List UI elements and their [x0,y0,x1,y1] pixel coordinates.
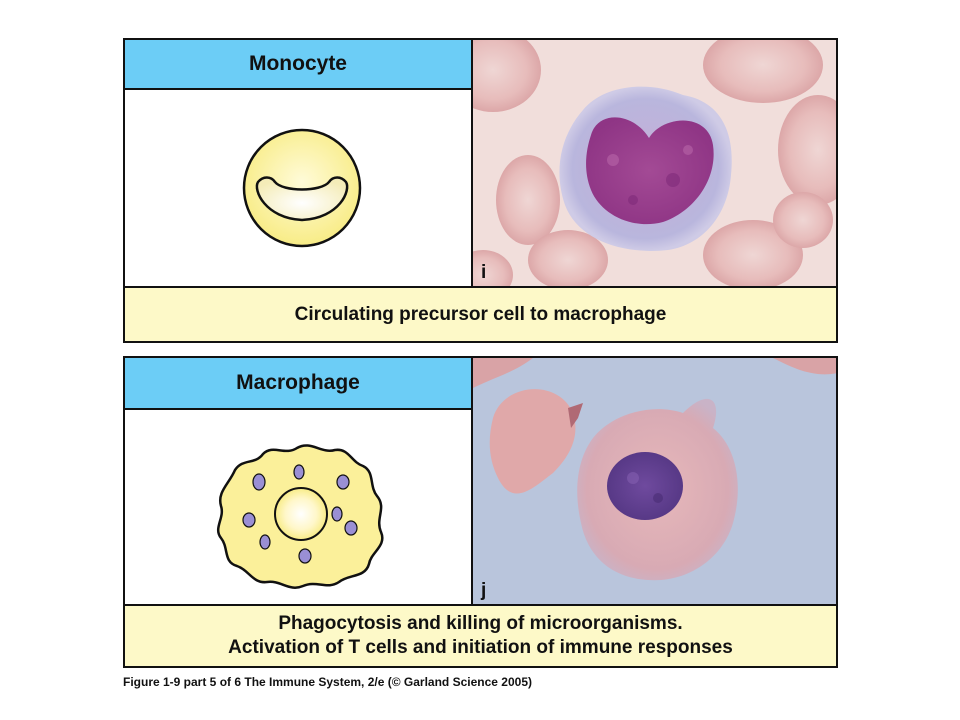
monocyte-nucleus-stained [586,117,714,225]
monocyte-cell-body [242,128,362,248]
red-blood-cell [473,250,513,286]
macrophage-caption-line-2: Activation of T cells and initiation of … [228,637,733,658]
macrophage-nucleus-stained [607,452,683,520]
granule [336,474,350,490]
monocyte-caption-line: Circulating precursor cell to macrophage [294,303,667,325]
macrophage-micrograph: j [473,358,836,604]
macrophage-nucleus [274,487,328,541]
monocyte-caption: Circulating precursor cell to macrophage [125,286,836,341]
granule [344,520,358,536]
red-blood-cell [773,192,833,248]
red-blood-cell [778,95,836,205]
granule [331,506,343,522]
macrophage-panel: Macrophage [123,356,838,668]
red-blood-cell [528,230,608,286]
red-blood-cell [489,389,576,494]
macrophage-title: Macrophage [125,358,473,410]
red-blood-cell [496,155,560,245]
macrophage-micrograph-image [473,358,836,604]
monocyte-panel: Monocyte [123,38,838,343]
red-blood-cell [473,358,533,388]
macrophage-caption: Phagocytosis and killing of microorganis… [125,604,836,666]
granule [252,473,266,491]
monocyte-illustration [242,128,362,248]
monocyte-photo-label: i [481,262,487,283]
red-blood-cell [703,220,803,286]
cell-fragment [568,403,583,428]
red-blood-cell [773,358,836,375]
monocyte-title: Monocyte [125,40,473,90]
monocyte-micrograph: i [473,40,836,286]
figure-caption: Figure 1-9 part 5 of 6 The Immune System… [123,675,532,689]
granule [298,548,312,564]
monocyte-diagram [125,90,473,286]
macrophage-caption-line-1: Phagocytosis and killing of microorganis… [278,613,683,635]
red-blood-cell [473,40,541,112]
granule [293,464,305,480]
red-blood-cell [703,40,823,103]
granule [259,534,271,550]
monocyte-micrograph-image [473,40,836,286]
granule [242,512,256,528]
macrophage-photo-label: j [481,580,487,601]
monocyte-nucleus [255,176,349,222]
macrophage-diagram [125,410,473,604]
macrophage-illustration [216,444,384,589]
